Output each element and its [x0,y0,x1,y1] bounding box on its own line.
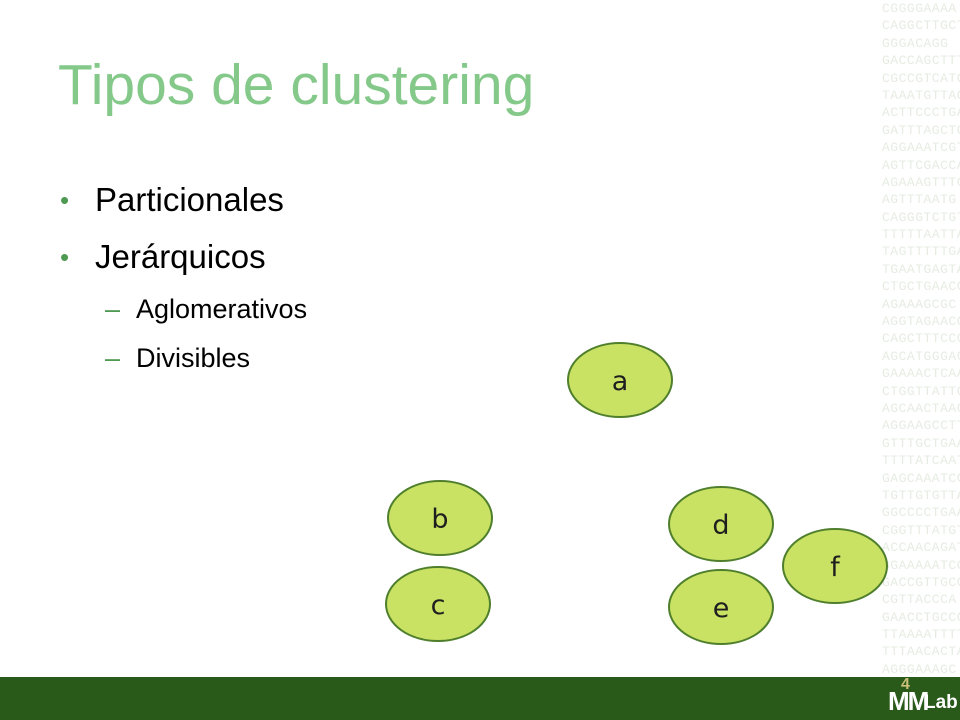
footer-bar [0,677,960,720]
logo-text-lab: Lab [924,692,958,713]
node-c: c [385,566,491,642]
bullet-marker: • [60,185,70,215]
dna-line: CAGGGTCTGT [882,209,960,225]
bullet-text: Jerárquicos [95,238,266,275]
dna-line: GAGCAAATCG [882,470,960,486]
slide-title: Tipos de clustering [58,53,535,117]
dna-line: AGGAAGCCTT [882,418,960,434]
dna-line: AGTTCGACCA [882,157,960,173]
dna-line: AGGGAAAGC [882,661,957,677]
dna-line: GACCGTTGCC [882,574,960,590]
mmlab-logo: 4 MM Lab [888,676,958,718]
dna-line: GATTTAGCTG [882,122,960,138]
dna-line: AGAAAGTTTC [882,174,960,190]
dna-line: GGGACAGG [882,35,949,51]
dna-line: AGTTTAATG [882,192,957,208]
node-label-d: d [712,510,729,541]
subbullet-marker: – [105,294,121,324]
dna-line: TAAATGTTAG [882,87,960,103]
node-e: e [668,569,774,645]
node-b: b [387,480,493,556]
dna-line: CTGCTGAACC [882,279,960,295]
dna-line: TGTTGTGTTA [882,487,960,503]
dna-line: TGAATGAGTA [882,261,960,277]
logo-mark: 4 [901,676,910,693]
node-label-a: a [612,366,629,397]
dna-line: AGCATGGGAC [882,348,960,364]
dna-line: GAAAACTCAA [882,366,960,382]
logo-text-mm: MM [888,686,929,716]
node-f: f [782,528,888,604]
bullet-text: Particionales [95,181,284,218]
dna-line: AGGAAATCGT [882,140,960,156]
dna-line: TTAAAATTTT [882,627,960,643]
dna-line: GGCCCCTGAA [882,505,960,521]
dna-line: GGAAAAATCC [882,557,960,573]
dna-line: ACTTCCCTGA [882,105,960,121]
subbullet-text: Divisibles [136,343,251,373]
dna-line: ACCAACAGAT [882,540,960,556]
dna-line: AGCAACTAAC [882,400,960,416]
bullet-marker: • [60,242,70,272]
dna-line: TTTTTAATTA [882,227,960,243]
dna-line: CGGTTTATGT [882,522,960,538]
node-label-f: f [830,552,841,583]
node-label-e: e [713,593,730,624]
dna-line: CTGGTTATTC [882,383,960,399]
dna-line: TTTAACACTAC [882,644,960,660]
node-label-c: c [431,590,446,621]
dna-line: TTTTATCAATT [882,453,960,469]
node-d: d [668,486,774,562]
dna-line: GACCAGCTTT [882,53,960,69]
subbullet-marker: – [105,343,121,373]
dna-line: TAGTTTTTGA [882,244,960,260]
subbullet-text: Aglomerativos [136,294,308,324]
dna-line: CGCCGTCATG [882,70,960,86]
dna-line: CGTTACCCA [882,592,957,608]
dna-line: CAGGCTTGCT [882,18,960,34]
node-label-b: b [431,504,448,535]
dna-line: GAACCTGCCC [882,609,960,625]
node-a: a [567,342,673,418]
dna-line: GTTTGCTGAA [882,435,960,451]
dna-line: CAGCTTTCCC [882,331,960,347]
dna-line: CGGGGAAAA [882,1,957,16]
dna-line: AGGTAGAACC [882,314,960,330]
dna-line: AGAAAGCGC [882,296,957,312]
